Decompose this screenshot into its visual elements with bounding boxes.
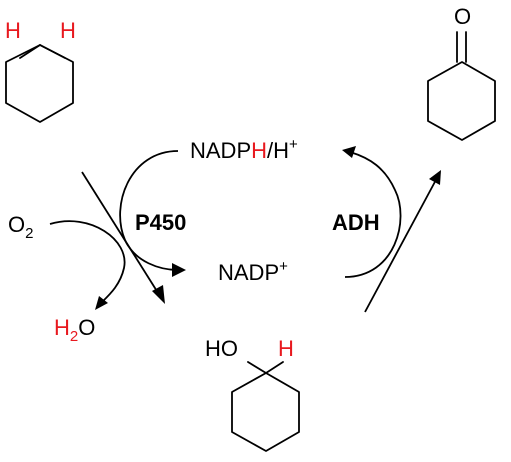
nadph-to-nadp-arrow	[119, 150, 186, 277]
cyclohexanol-structure: HO H	[205, 336, 300, 452]
p450-reaction-arrow	[81, 171, 165, 304]
cyclohexanone-structure: O	[427, 4, 496, 141]
cyclohexane-hydrogen-left: H	[5, 18, 21, 43]
adh-enzyme-label: ADH	[332, 210, 380, 235]
cyclohexanol-ring	[231, 372, 300, 452]
oxygen-label: O2	[8, 212, 33, 242]
nadp-to-nadph-arrow	[342, 146, 402, 278]
adh-reaction-arrow	[364, 170, 441, 313]
hydroxyl-label: HO	[205, 336, 238, 361]
p450-enzyme-label: P450	[135, 210, 186, 235]
cyclohexane-structure: H H	[5, 18, 76, 123]
nadp-plus-label: NADP+	[218, 258, 288, 285]
nadph-label: NADPH/H+	[190, 136, 298, 163]
cyclohexane-hydrogen-right: H	[60, 18, 76, 43]
cyclohexanol-hydrogen: H	[278, 336, 294, 361]
water-label: H2O	[54, 315, 95, 345]
cyclohexanone-ring	[427, 61, 496, 141]
cyclohexane-ring	[5, 44, 74, 123]
oxygen-to-water-arrow	[49, 220, 126, 310]
ketone-oxygen: O	[454, 4, 471, 29]
